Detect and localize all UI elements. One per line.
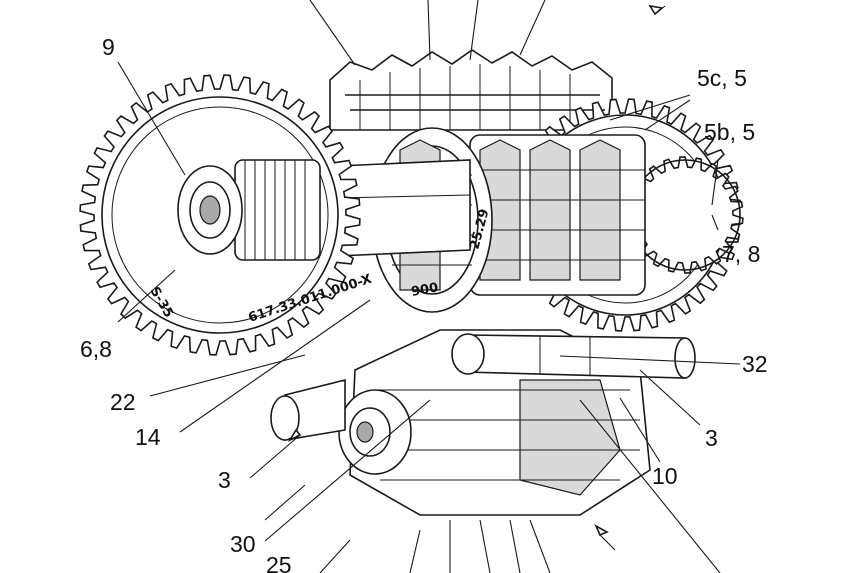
arrow-heads xyxy=(287,4,664,537)
leader-lines xyxy=(117,0,741,573)
label-10: 10 xyxy=(652,463,678,489)
label-5b-5: 5b, 5 xyxy=(704,119,755,145)
shift-shaft-32 xyxy=(451,333,696,379)
spline-hub xyxy=(177,159,321,261)
label-30: 30 xyxy=(230,531,256,557)
label-5c-5: 5c, 5 xyxy=(697,65,747,91)
label-14: 14 xyxy=(135,424,161,450)
rear-gear-cluster xyxy=(329,49,613,131)
crankshaft-assembly xyxy=(338,329,651,516)
label-25: 25 xyxy=(266,552,292,573)
label-3-left: 3 xyxy=(218,467,231,493)
label-6-8: 6,8 xyxy=(80,336,112,362)
label-32: 32 xyxy=(742,351,768,377)
label-9: 9 xyxy=(102,34,115,60)
label-3-right: 3 xyxy=(705,425,718,451)
ring-mark-1: 900 xyxy=(410,280,439,299)
left-stub-shaft xyxy=(270,378,346,441)
gear-5b xyxy=(626,156,744,274)
gear-shaft-cluster xyxy=(469,134,646,296)
label-7-8: 7, 8 xyxy=(722,241,760,267)
label-22: 22 xyxy=(110,389,136,415)
